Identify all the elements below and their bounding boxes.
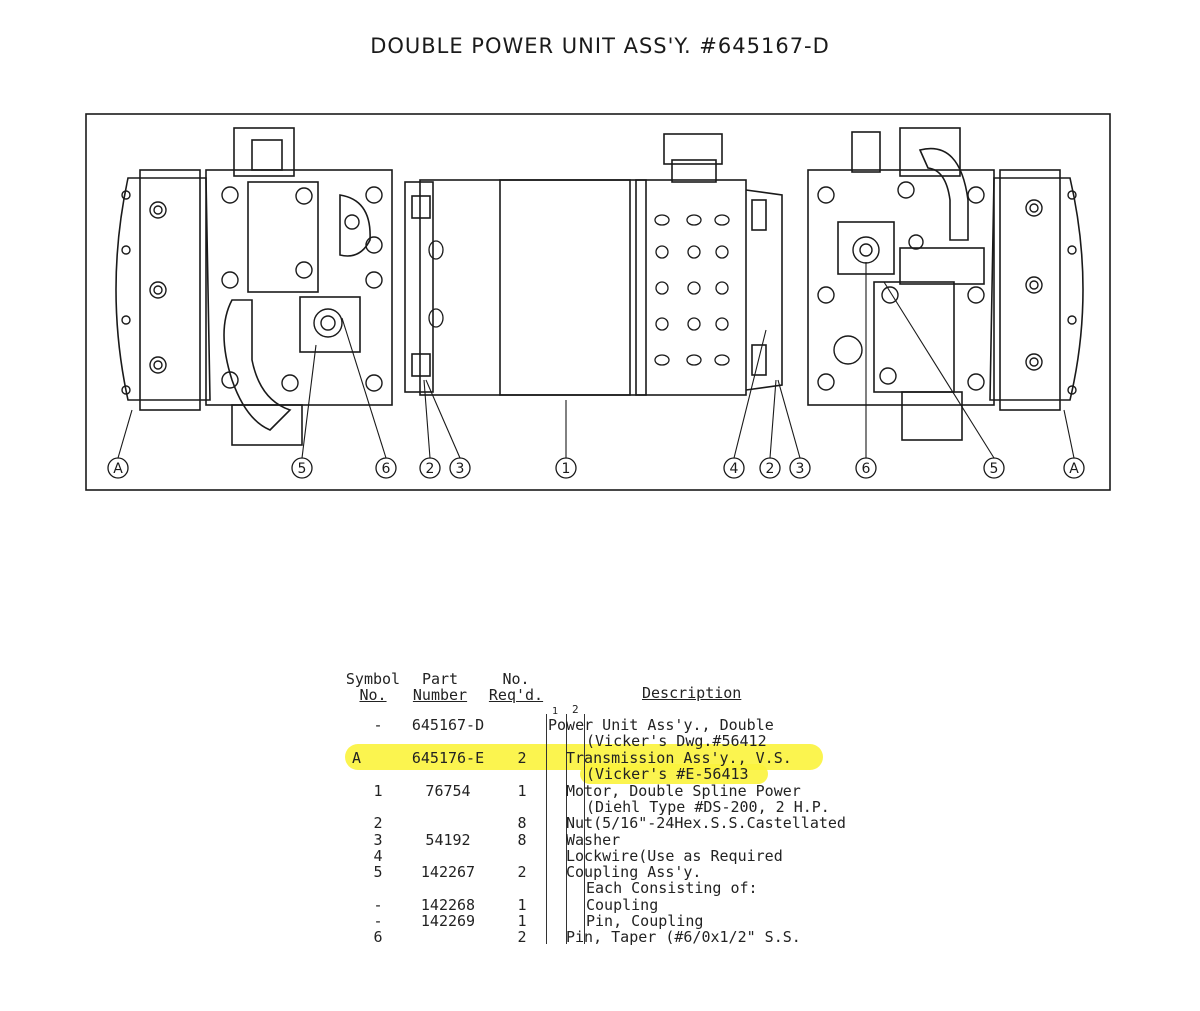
callout-label: 2 [426,461,435,477]
highlight-row-a-cont [580,764,768,784]
cell-qty: 1 [517,912,527,930]
callout-label: 1 [562,461,571,477]
column-divider [584,714,585,944]
cell-qty: 8 [517,831,527,849]
cell-description: Washer [566,831,621,849]
cell-symbol: 6 [373,928,383,946]
cell-part-number: 142267 [420,863,476,881]
cell-symbol: A [352,749,362,767]
callout-5-left [291,457,313,479]
cell-symbol: - [373,912,383,930]
motor [404,133,783,396]
drawing-frame [85,113,1111,491]
callout-4 [723,457,745,479]
cell-description: Transmission Ass'y., V.S. [566,749,792,767]
cell-qty: 2 [517,863,527,881]
header-col-1: 1 [552,706,559,717]
cell-description: Pin, Coupling [586,912,704,930]
cell-description: Nut(5/16"-24Hex.S.S.Castellated [566,814,846,832]
callout-3-right [789,457,811,479]
cell-part-number: 54192 [425,831,471,849]
cell-part-number: 76754 [425,782,471,800]
cell-description: (Diehl Type #DS-200, 2 H.P. [586,798,830,816]
cell-qty: 1 [517,896,527,914]
callout-A-left [107,457,129,479]
callout-label: A [113,461,123,477]
callout-label: 4 [730,461,739,477]
header-part: Part [421,670,459,688]
header-symbol-no: No. [359,686,387,704]
cell-symbol: 3 [373,831,383,849]
cell-description: Coupling Ass'y. [566,863,702,881]
callout-label: 5 [990,461,999,477]
header-req: No. [502,670,530,688]
cell-qty: 8 [517,814,527,832]
callout-2-right [759,457,781,479]
cell-description: Each Consisting of: [586,879,758,897]
cell-symbol: 4 [373,847,383,865]
column-divider [546,714,547,944]
callout-5-right [983,457,1005,479]
callout-1 [555,457,577,479]
callout-label: 6 [862,461,871,477]
cell-symbol: 5 [373,863,383,881]
cell-description: Pin, Taper (#6/0x1/2" S.S. [566,928,801,946]
header-req-d: Req'd. [488,686,544,704]
cell-part-number: 645176-E [411,749,485,767]
cell-description: Motor, Double Spline Power [566,782,801,800]
callout-6-right [855,457,877,479]
cell-description: (Vicker's Dwg.#56412 [586,732,767,750]
cell-symbol: - [373,716,383,734]
cell-qty: 2 [517,749,527,767]
callout-label: 6 [382,461,391,477]
cell-description: (Vicker's #E-56413 [586,765,749,783]
header-symbol: Symbol [345,670,401,688]
diagram-title: DOUBLE POWER UNIT ASS'Y. #645167-D [370,34,830,58]
cell-part-number: 142269 [420,912,476,930]
cell-description: Power Unit Ass'y., Double [548,716,774,734]
callout-3-left [449,457,471,479]
left-transmission [115,127,393,446]
cell-part-number: 645167-D [411,716,485,734]
callout-6-left [375,457,397,479]
header-description: Description [642,684,742,702]
callout-label: 3 [456,461,465,477]
header-col-2: 2 [572,703,579,716]
callout-label: A [1069,461,1079,477]
cell-part-number: 142268 [420,896,476,914]
header-part-number: Number [412,686,468,704]
cell-symbol: 1 [373,782,383,800]
callout-2-left [419,457,441,479]
cell-description: Lockwire(Use as Required [566,847,783,865]
callout-label: 2 [766,461,775,477]
right-transmission [807,127,1084,441]
column-divider [566,714,567,944]
callouts [107,457,1085,479]
callout-label: 3 [796,461,805,477]
cell-symbol: - [373,896,383,914]
cell-qty: 1 [517,782,527,800]
cell-symbol: 2 [373,814,383,832]
callout-A-right [1063,457,1085,479]
cell-qty: 2 [517,928,527,946]
callout-label: 5 [298,461,307,477]
cell-description: Coupling [586,896,659,914]
